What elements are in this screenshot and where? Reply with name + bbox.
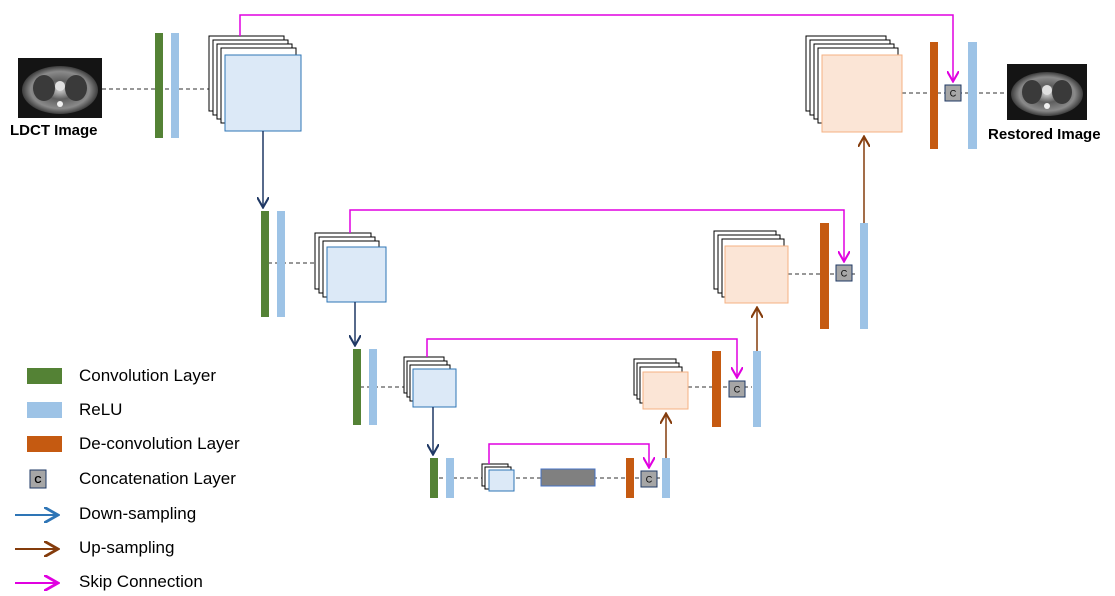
ldct-input-image: [18, 58, 102, 118]
legend-relu-label: ReLU: [79, 400, 123, 419]
deconv-layer-dec1: [930, 42, 938, 149]
conv-layer-enc1: [155, 33, 163, 138]
feature-maps-dec2: [713, 230, 789, 304]
legend-concat-label: Concatenation Layer: [79, 469, 236, 488]
relu-layer-dec1: [968, 42, 977, 149]
deconv-layer-dec4: [626, 458, 634, 498]
legend-relu-swatch: [27, 402, 62, 418]
feature-maps-enc3: [403, 356, 457, 408]
deconv-layer-dec3: [712, 351, 721, 427]
skip-connections: [239, 14, 953, 466]
legend-down-label: Down-sampling: [79, 504, 197, 523]
concat-block-2: C: [835, 264, 853, 282]
feature-maps-enc4: [481, 463, 515, 492]
feature-maps-dec1: [805, 35, 903, 133]
legend-deconv-swatch: [27, 436, 62, 452]
bottleneck-block: [540, 468, 596, 487]
relu-layer-enc2: [277, 211, 285, 317]
downsampling-arrows: [263, 131, 433, 453]
svg-text:C: C: [734, 385, 741, 395]
conv-layer-enc2: [261, 211, 269, 317]
feature-maps-enc1: [208, 35, 302, 132]
feature-maps-enc2: [314, 232, 387, 303]
relu-layer-enc1: [171, 33, 179, 138]
legend-concat-swatch: C: [29, 469, 47, 489]
upsampling-arrows: [666, 138, 864, 458]
legend-up-label: Up-sampling: [79, 538, 175, 557]
conv-layer-enc3: [353, 349, 361, 425]
deconv-layer-dec2: [820, 223, 829, 329]
output-image-label: Restored Image: [988, 126, 1101, 143]
svg-text:C: C: [950, 89, 957, 99]
svg-text:C: C: [34, 475, 41, 486]
relu-layer-dec2: [860, 223, 868, 329]
concat-block-4: C: [640, 470, 658, 488]
concat-block-3: C: [728, 380, 746, 398]
relu-layer-dec3: [753, 351, 761, 427]
relu-layer-enc3: [369, 349, 377, 425]
relu-layer-enc4: [446, 458, 454, 498]
legend-conv-label: Convolution Layer: [79, 366, 217, 385]
feature-maps-dec3: [633, 358, 689, 410]
svg-text:C: C: [841, 269, 848, 279]
legend-conv-swatch: [27, 368, 62, 384]
restored-output-image: [1007, 64, 1087, 120]
concat-block-1: C: [944, 84, 962, 102]
dataflow-lines: [102, 88, 1007, 479]
input-image-label: LDCT Image: [10, 122, 98, 139]
conv-layer-enc4: [430, 458, 438, 498]
legend-deconv-label: De-convolution Layer: [79, 434, 240, 453]
legend-skip-label: Skip Connection: [79, 572, 203, 591]
relu-layer-dec4: [662, 458, 670, 498]
svg-text:C: C: [646, 475, 653, 485]
